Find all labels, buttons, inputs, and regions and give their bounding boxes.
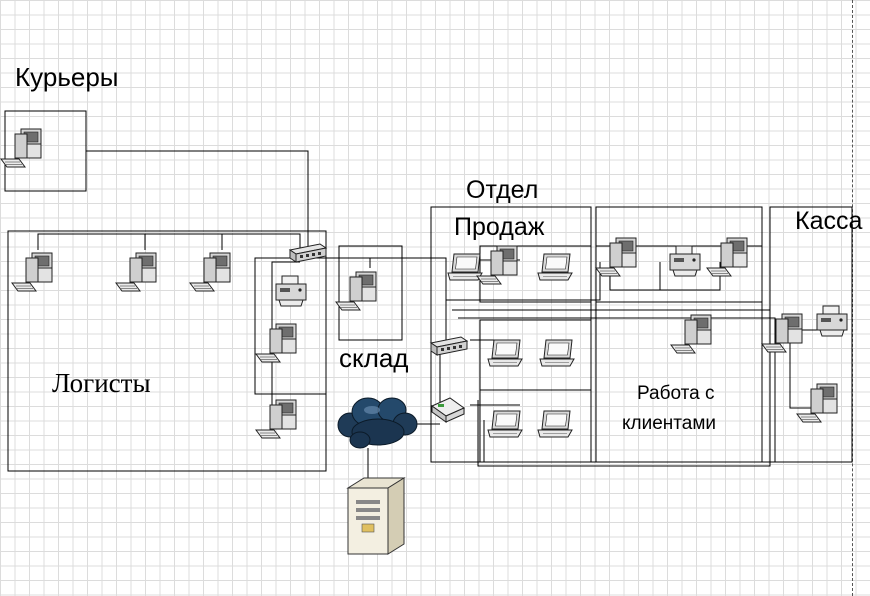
label-logists: Логисты bbox=[52, 368, 151, 398]
printer-icon bbox=[275, 275, 307, 307]
link-sales-bus-2 bbox=[452, 309, 771, 467]
link-logists-vertical bbox=[271, 261, 300, 420]
zone-warehouse bbox=[338, 245, 403, 341]
desktop-pc-icon bbox=[670, 314, 712, 354]
printer-icon bbox=[669, 245, 701, 277]
cloud-icon bbox=[337, 397, 418, 449]
label-warehouse: склад bbox=[339, 343, 409, 373]
label-client-work-line2: клиентами bbox=[622, 413, 717, 434]
laptop-icon bbox=[537, 410, 573, 438]
desktop-pc-icon bbox=[796, 383, 838, 423]
label-sales-line1: Отдел bbox=[466, 176, 539, 204]
desktop-pc-icon bbox=[115, 252, 157, 292]
desktop-pc-icon bbox=[476, 245, 518, 285]
desktop-pc-icon bbox=[255, 399, 297, 439]
label-couriers: Курьеры bbox=[15, 62, 119, 92]
label-cash-desk: Касса bbox=[795, 207, 863, 235]
laptop-icon bbox=[487, 339, 523, 367]
desktop-pc-icon bbox=[595, 237, 637, 277]
link-sales-bus-1 bbox=[446, 262, 601, 301]
desktop-pc-icon bbox=[11, 252, 53, 292]
laptop-icon bbox=[487, 410, 523, 438]
label-sales-line2: Продаж bbox=[454, 213, 545, 241]
printer-icon bbox=[816, 305, 848, 337]
label-client-work-line1: Работа с bbox=[637, 383, 715, 404]
desktop-pc-icon bbox=[255, 323, 297, 363]
laptop-icon bbox=[539, 339, 575, 367]
desktop-pc-icon bbox=[335, 271, 377, 311]
link-logists-row bbox=[37, 233, 301, 250]
router-icon bbox=[431, 397, 465, 423]
network-switch-icon bbox=[430, 336, 468, 356]
link-couriers-switch bbox=[86, 150, 309, 250]
server-icon bbox=[347, 477, 405, 555]
network-switch-icon bbox=[289, 243, 327, 263]
link-switch-warehouse bbox=[326, 257, 447, 350]
laptop-icon bbox=[537, 253, 573, 281]
desktop-pc-icon bbox=[761, 313, 803, 353]
link-sales-bus-3 bbox=[458, 317, 776, 463]
desktop-pc-icon bbox=[0, 128, 42, 168]
desktop-pc-icon bbox=[189, 252, 231, 292]
desktop-pc-icon bbox=[706, 237, 748, 277]
